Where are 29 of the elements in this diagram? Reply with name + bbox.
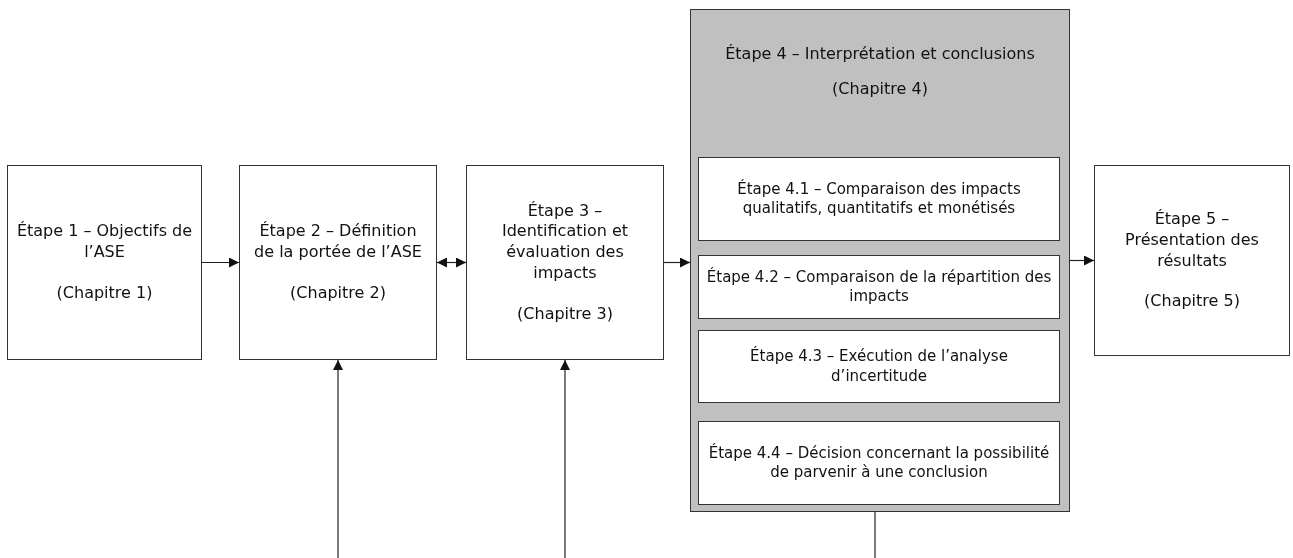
chapter-label: (Chapitre 3) [517, 303, 613, 325]
process-box [1094, 165, 1290, 356]
step-title: Étape 2 – Définition de la portée de l’ASE [253, 221, 423, 263]
step-title: Étape 3 – Identification et évaluation des impacts [500, 200, 630, 284]
process-box [239, 165, 437, 360]
process-box [698, 421, 1060, 505]
process-box [698, 157, 1060, 241]
chapter-label: (Chapitre 2) [290, 282, 386, 304]
arrow [436, 257, 467, 268]
step-title: Étape 5 – Présentation des résultats [1124, 208, 1260, 272]
chapter-label: (Chapitre 1) [56, 282, 153, 304]
arrow [1069, 255, 1095, 266]
group-box [690, 9, 1070, 512]
process-box [698, 330, 1060, 403]
arrow [663, 257, 691, 268]
arrow [333, 359, 343, 558]
step-title: Étape 4.2 – Comparaison de la répartition des impacts [705, 267, 1053, 307]
process-box [466, 165, 664, 360]
step-title: Étape 1 – Objectifs de l’ASE [16, 221, 193, 263]
arrow [201, 257, 240, 268]
step-title: Étape 4 – Interprétation et conclusions [725, 44, 1035, 65]
step-title: Étape 4.3 – Exécution de l’analyse d’incertitude [749, 347, 1009, 386]
arrow [560, 359, 570, 558]
process-box [7, 165, 202, 360]
step-title: Étape 4.4 – Décision concernant la possibilité de parvenir à une conclusion [707, 443, 1051, 483]
chapter-label: (Chapitre 4) [832, 78, 928, 100]
chapter-label: (Chapitre 5) [1144, 291, 1240, 313]
process-box [698, 255, 1060, 319]
step-title: Étape 4.1 – Comparaison des impacts qualitatifs, quantitatifs et monétisés [736, 179, 1022, 219]
